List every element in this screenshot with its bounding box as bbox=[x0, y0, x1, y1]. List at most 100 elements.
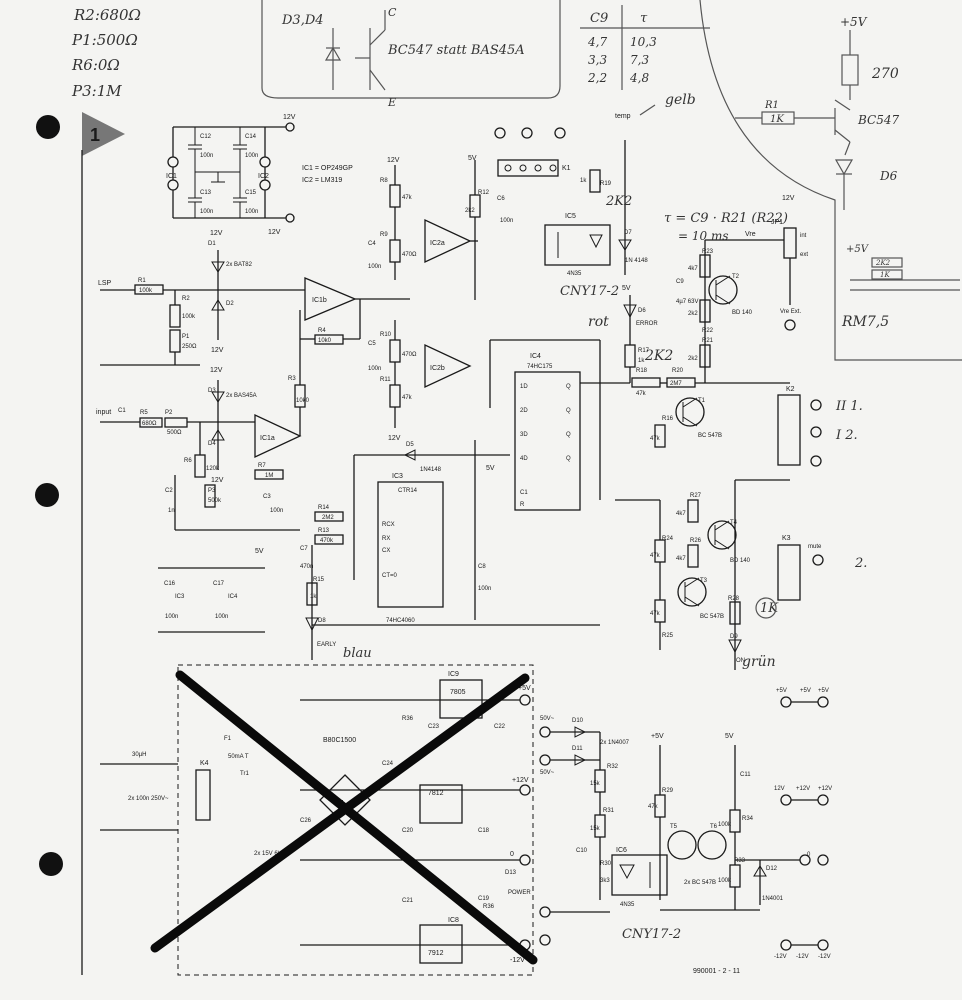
svg-text:gelb: gelb bbox=[665, 92, 696, 108]
svg-text:CNY17-2: CNY17-2 bbox=[560, 284, 619, 299]
svg-text:IC2a: IC2a bbox=[430, 240, 445, 247]
svg-text:K4: K4 bbox=[200, 760, 209, 767]
svg-text:C15: C15 bbox=[245, 190, 257, 196]
svg-text:CNY17-2: CNY17-2 bbox=[622, 927, 681, 942]
svg-text:P2: P2 bbox=[165, 410, 173, 416]
svg-text:R33: R33 bbox=[734, 858, 746, 864]
svg-text:4N35: 4N35 bbox=[567, 271, 582, 277]
svg-text:RCX: RCX bbox=[382, 522, 395, 528]
svg-text:R21: R21 bbox=[702, 338, 714, 344]
svg-text:R18: R18 bbox=[636, 368, 648, 374]
svg-text:C1: C1 bbox=[520, 490, 528, 496]
svg-text:C5: C5 bbox=[368, 341, 376, 347]
connector-k1: K1 5V R12 2k2 C6 100n bbox=[465, 127, 571, 300]
svg-text:100k: 100k bbox=[139, 288, 153, 294]
svg-text:R28: R28 bbox=[728, 596, 740, 602]
svg-text:JP1: JP1 bbox=[771, 219, 783, 226]
svg-text:C16: C16 bbox=[164, 581, 176, 587]
svg-text:-12V: -12V bbox=[818, 954, 831, 960]
svg-text:Vre: Vre bbox=[745, 231, 756, 238]
svg-text:POWER: POWER bbox=[508, 890, 531, 896]
svg-text:100n: 100n bbox=[165, 614, 178, 620]
svg-text:12V: 12V bbox=[268, 229, 281, 236]
svg-text:R22: R22 bbox=[702, 328, 714, 334]
svg-text:D1: D1 bbox=[208, 241, 216, 247]
svg-text:3D: 3D bbox=[520, 432, 528, 438]
svg-text:15k: 15k bbox=[590, 826, 601, 832]
svg-text:F1: F1 bbox=[224, 736, 232, 742]
svg-text:100k: 100k bbox=[718, 822, 732, 828]
svg-text:10k0: 10k0 bbox=[318, 338, 332, 344]
svg-text:100n: 100n bbox=[200, 153, 213, 159]
svg-text:12V: 12V bbox=[210, 367, 223, 374]
svg-text:5V: 5V bbox=[725, 733, 734, 740]
svg-text:47k: 47k bbox=[650, 553, 661, 559]
svg-text:R10: R10 bbox=[380, 332, 392, 338]
svg-text:5V: 5V bbox=[468, 155, 477, 162]
svg-text:D9: D9 bbox=[730, 634, 738, 640]
optocoupler-ic5: IC5 4N35 temp R19 1k D7 1N 4148 bbox=[544, 113, 648, 277]
svg-text:4k7: 4k7 bbox=[676, 511, 686, 517]
svg-text:12V: 12V bbox=[774, 786, 785, 792]
svg-text:1k: 1k bbox=[580, 178, 587, 184]
svg-text:IC9: IC9 bbox=[448, 671, 459, 678]
svg-text:2x BC 547B: 2x BC 547B bbox=[684, 880, 716, 886]
svg-text:IC3: IC3 bbox=[392, 473, 403, 480]
svg-text:2x 100n 250V~: 2x 100n 250V~ bbox=[128, 796, 169, 802]
svg-text:5V: 5V bbox=[486, 465, 495, 472]
svg-text:IC1a: IC1a bbox=[260, 435, 275, 442]
svg-text:Tr1: Tr1 bbox=[240, 771, 249, 777]
svg-text:R15: R15 bbox=[313, 577, 325, 583]
svg-text:R2: R2 bbox=[182, 296, 190, 302]
svg-text:74HC4060: 74HC4060 bbox=[386, 618, 415, 624]
svg-text:grün: grün bbox=[742, 654, 776, 670]
svg-text:C1: C1 bbox=[118, 408, 126, 414]
svg-text:CT=0: CT=0 bbox=[382, 573, 398, 579]
svg-text:IC1: IC1 bbox=[166, 173, 177, 180]
svg-text:R17: R17 bbox=[638, 348, 650, 354]
svg-text:blau: blau bbox=[343, 646, 372, 661]
svg-text:C9: C9 bbox=[590, 11, 608, 26]
opamp-ic1a: IC1a R7 1M C3 100n bbox=[254, 407, 302, 514]
svg-text:2x BAS45A: 2x BAS45A bbox=[226, 393, 257, 399]
svg-text:T5: T5 bbox=[670, 824, 678, 830]
svg-text:2.: 2. bbox=[854, 556, 867, 571]
error-indicator: 5V D6 ERROR R17 1k R18 47k R20 2M7 R16 4… bbox=[622, 285, 790, 448]
svg-text:2M7: 2M7 bbox=[670, 381, 682, 387]
svg-text:BC 547B: BC 547B bbox=[698, 433, 722, 439]
svg-text:7912: 7912 bbox=[428, 950, 444, 957]
svg-text:12V: 12V bbox=[387, 157, 400, 164]
svg-text:R6: R6 bbox=[184, 458, 192, 464]
svg-text:120k: 120k bbox=[206, 466, 220, 472]
svg-text:C6: C6 bbox=[497, 196, 505, 202]
svg-text:R5: R5 bbox=[140, 410, 148, 416]
svg-text:12V: 12V bbox=[210, 230, 223, 237]
svg-text:P3:1M: P3:1M bbox=[71, 82, 122, 100]
relay-k2: K2 II 1. I 2. bbox=[777, 386, 863, 467]
svg-text:IC1b: IC1b bbox=[312, 297, 327, 304]
svg-text:Vre Ext.: Vre Ext. bbox=[780, 309, 801, 315]
decoupling-block: IC1 IC2 C12 100n C14 100n C13 100n C15 1… bbox=[166, 114, 353, 236]
svg-text:47k: 47k bbox=[402, 395, 413, 401]
svg-text:IC3: IC3 bbox=[175, 594, 185, 600]
svg-text:Q: Q bbox=[566, 408, 571, 414]
svg-text:2x 15V 6VA: 2x 15V 6VA bbox=[254, 851, 285, 857]
svg-text:Q: Q bbox=[566, 384, 571, 390]
svg-text:12V: 12V bbox=[211, 347, 224, 354]
svg-text:IC4: IC4 bbox=[530, 353, 541, 360]
svg-text:2K2: 2K2 bbox=[644, 348, 673, 364]
svg-text:IC1 = OP249GP: IC1 = OP249GP bbox=[302, 165, 353, 172]
svg-text:500Ω: 500Ω bbox=[167, 430, 182, 436]
svg-text:K3: K3 bbox=[782, 535, 791, 542]
svg-text:R16: R16 bbox=[662, 416, 674, 422]
svg-text:12V: 12V bbox=[211, 477, 224, 484]
svg-text:IC8: IC8 bbox=[448, 917, 459, 924]
svg-text:D6: D6 bbox=[879, 169, 898, 183]
svg-text:7805: 7805 bbox=[450, 689, 466, 696]
svg-text:50V~: 50V~ bbox=[540, 770, 555, 776]
svg-text:R14: R14 bbox=[318, 505, 330, 511]
supply-connectors: +5V +5V +5V 12V +12V +12V 0 -12V -12V -1… bbox=[774, 688, 832, 960]
svg-text:0: 0 bbox=[807, 852, 811, 858]
svg-text:2x BAT82: 2x BAT82 bbox=[226, 262, 253, 268]
svg-text:CX: CX bbox=[382, 548, 390, 554]
